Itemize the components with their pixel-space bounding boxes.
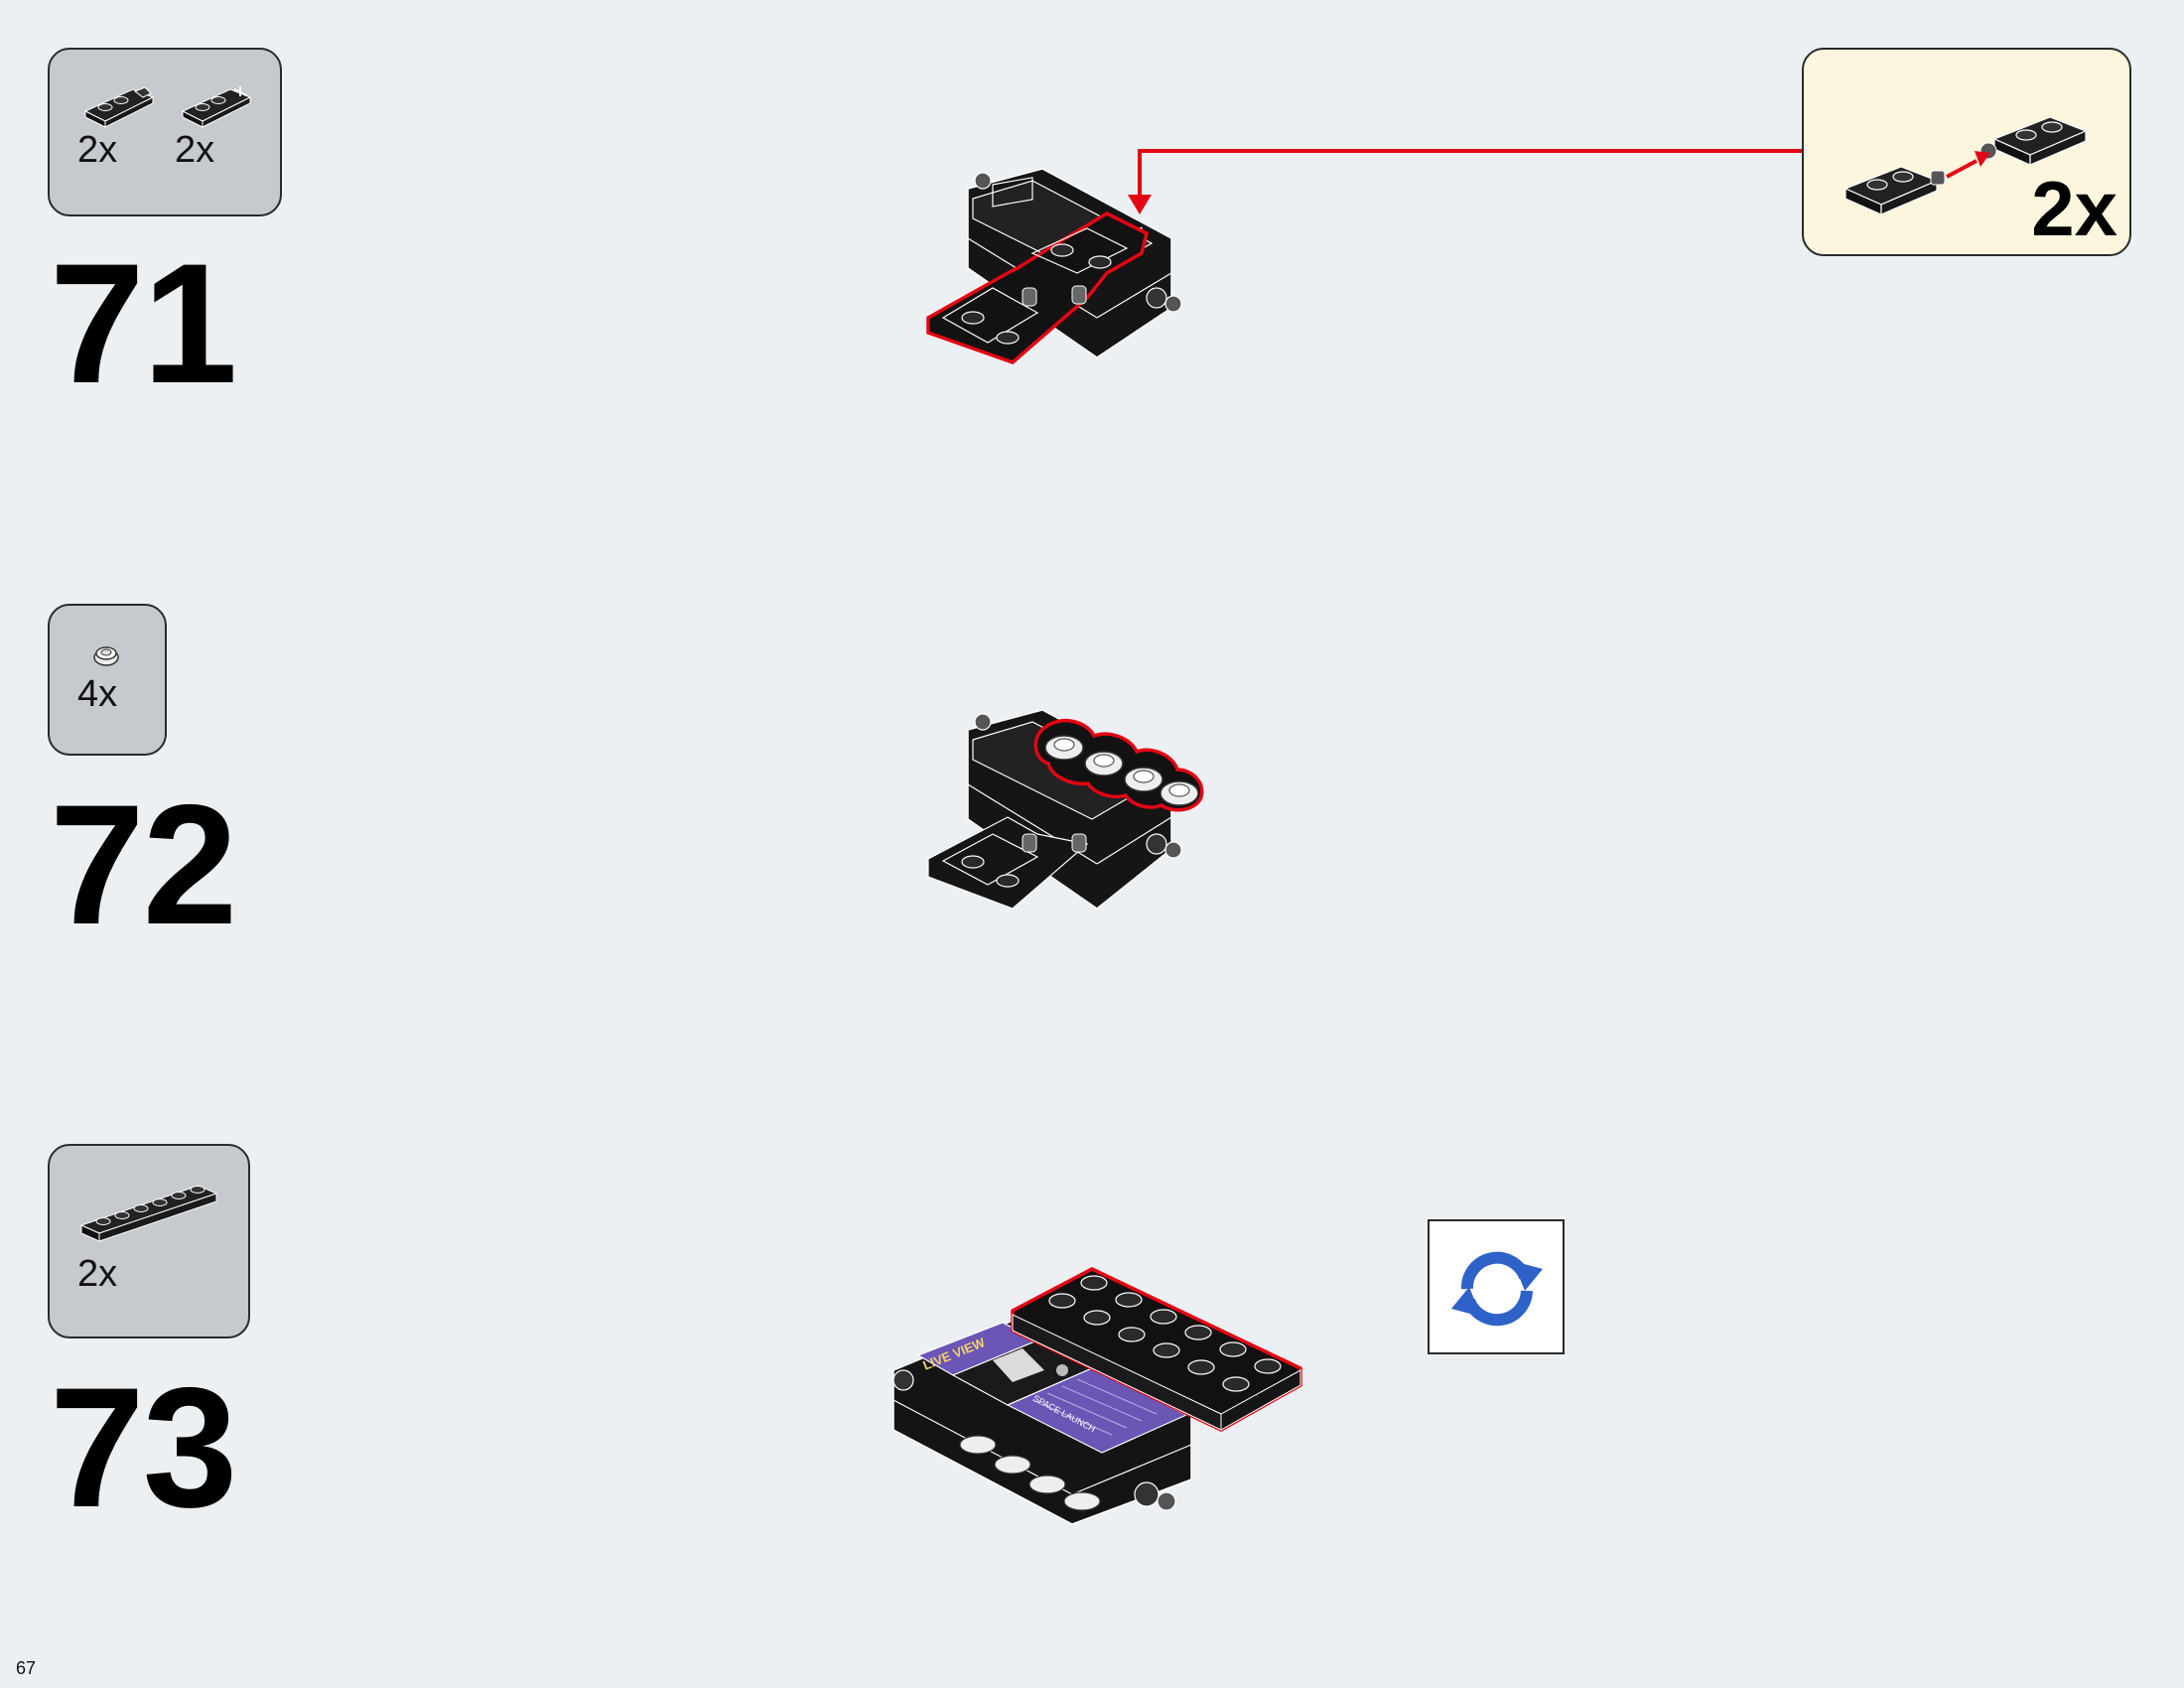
rotate-model-indicator bbox=[1428, 1219, 1565, 1354]
callout-arrow bbox=[1128, 149, 1802, 214]
part-qty: 2x bbox=[175, 129, 215, 171]
plate-1x6-part-icon bbox=[79, 1185, 218, 1242]
step-number: 71 bbox=[50, 228, 237, 419]
rotate-model-icon bbox=[1451, 1251, 1543, 1327]
model-step-72 bbox=[927, 709, 1204, 910]
new-part-highlight bbox=[1033, 718, 1204, 812]
step-number: 73 bbox=[50, 1352, 237, 1543]
part-qty: 2x bbox=[77, 1253, 118, 1295]
parts-list-step-71: 2x 2x bbox=[48, 48, 282, 216]
parts-list-step-73: 2x bbox=[48, 1144, 250, 1338]
step-number: 72 bbox=[50, 770, 237, 960]
plate-bar-part-icon bbox=[181, 86, 252, 128]
sub-assembly-icon bbox=[1843, 116, 2088, 215]
part-qty: 2x bbox=[77, 129, 118, 171]
new-part-highlight bbox=[926, 211, 1150, 364]
plate-clip-part-icon bbox=[83, 86, 155, 128]
model-step-73: LIVE VIEW SPACE LAUNCH bbox=[892, 1267, 1302, 1525]
round-plate-part-icon bbox=[93, 646, 119, 666]
model-step-71 bbox=[926, 168, 1182, 364]
part-qty: 4x bbox=[77, 673, 118, 715]
callout-qty: 2x bbox=[2031, 165, 2117, 252]
sub-assembly-callout: 2x bbox=[1802, 48, 2131, 256]
page-number: 67 bbox=[16, 1658, 37, 1678]
parts-list-step-72: 4x bbox=[48, 604, 167, 756]
